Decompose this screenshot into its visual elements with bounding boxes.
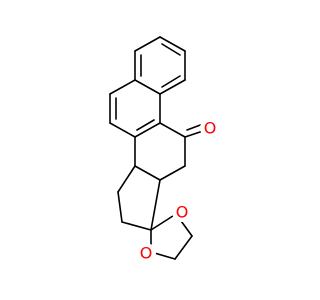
atom-label-carbonyl-oxygen: O — [200, 118, 220, 138]
bond — [121, 221, 152, 231]
cyclohexanone-ring — [134, 122, 204, 181]
carbonyl-bond — [186, 123, 204, 131]
bond — [159, 36, 186, 52]
bond — [159, 165, 186, 181]
bond — [134, 79, 161, 95]
oxygen-label: O — [176, 203, 189, 222]
bond — [134, 165, 161, 181]
oxygen-label: O — [204, 119, 217, 138]
carbonyl-bond — [184, 130, 204, 138]
bond — [150, 213, 177, 231]
bond — [134, 122, 161, 138]
benzene-ring-top — [134, 36, 186, 95]
bond — [174, 235, 193, 260]
double-bond-inner — [161, 43, 181, 56]
atom-label-ketal-oxygen-lower: O — [136, 243, 156, 263]
bond — [109, 122, 136, 138]
bond — [150, 179, 161, 231]
atom-label-ketal-oxygen-upper: O — [172, 202, 192, 222]
benzene-ring-middle — [109, 79, 161, 138]
double-bond-inner — [161, 75, 181, 88]
cyclopentane-ring — [117, 165, 161, 231]
bond — [134, 36, 161, 52]
bond — [159, 79, 186, 95]
double-bond-inner — [136, 119, 155, 131]
oxygen-label: O — [140, 244, 153, 263]
bond — [117, 191, 123, 223]
bond — [159, 122, 186, 138]
bond — [109, 79, 136, 95]
molecule-structure-diagram: O O O — [109, 36, 220, 263]
bond — [117, 165, 136, 193]
